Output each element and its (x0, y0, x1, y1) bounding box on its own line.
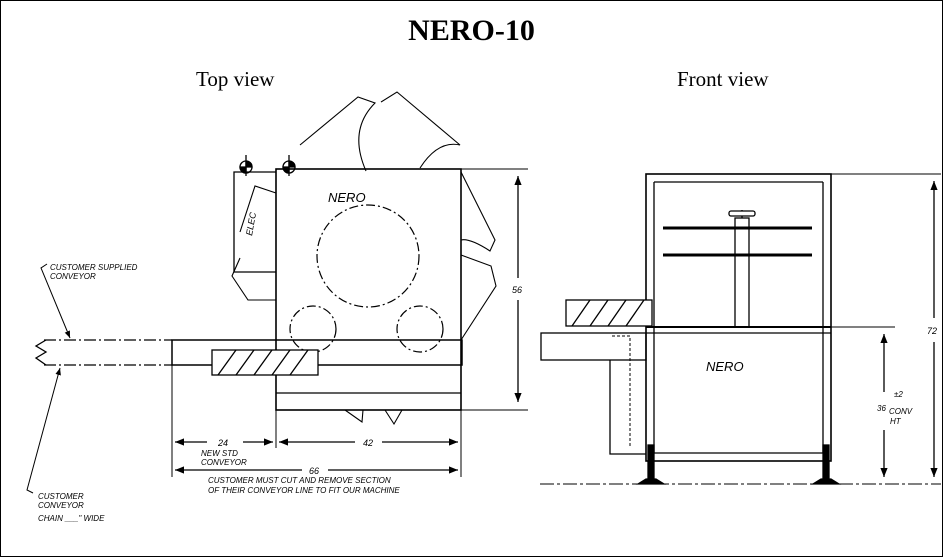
of-their-text: OF THEIR CONVEYOR LINE TO FIT OUR MACHIN… (208, 486, 400, 495)
drawing-title: NERO-10 (408, 14, 535, 47)
door-swing-arcs (231, 91, 497, 426)
must-cut-text: CUSTOMER MUST CUT AND REMOVE SECTION (208, 476, 391, 485)
tolerance-text: ±2 (894, 390, 903, 399)
customer-supplied-conveyor-text: CONVEYOR (50, 272, 96, 281)
break-symbol (34, 339, 48, 366)
new-std-conveyor-text: CONVEYOR (201, 458, 247, 467)
front-frame (645, 173, 832, 462)
front-view: NERO 72 ±2 36 CONV HT (540, 173, 941, 485)
front-conveyor (540, 332, 647, 361)
dim-36-text: 36 (877, 404, 886, 413)
front-view-caption: Front view (677, 67, 769, 91)
dim-42-text: 42 (363, 438, 373, 448)
customer-supplied-text: CUSTOMER SUPPLIED (50, 263, 138, 272)
chain-width-text: CHAIN ___" WIDE (38, 514, 105, 523)
elec-label: ELEC (244, 211, 258, 236)
mount-marker-left (239, 155, 253, 176)
hatch-lines (217, 349, 309, 376)
leader-supplied (40, 263, 71, 339)
customer-text: CUSTOMER (38, 492, 84, 501)
customer-conveyor (44, 339, 172, 366)
new-std-text: NEW STD (201, 449, 238, 458)
machine-body-outline (275, 168, 462, 411)
dim-56-text: 56 (512, 285, 522, 295)
nero-label-front: NERO (706, 359, 744, 374)
leveling-feet (635, 444, 842, 485)
product-hatched (211, 349, 319, 376)
top-view: ELEC (26, 91, 528, 523)
front-product-hatched (565, 299, 653, 327)
elec-box (233, 171, 276, 273)
center-post (734, 217, 750, 328)
conv-text: CONV (889, 407, 913, 416)
post-knob (728, 210, 756, 217)
customer-conveyor-text: CONVEYOR (38, 501, 84, 510)
dim-24-text: 24 (217, 438, 228, 448)
top-view-caption: Top view (196, 67, 275, 91)
svg-text:ELEC: ELEC (244, 211, 258, 236)
ht-text: HT (890, 417, 902, 426)
mount-marker-right (282, 155, 296, 176)
nero-label-top: NERO (328, 190, 366, 205)
leader-chain (26, 367, 61, 494)
turntable-circles (289, 204, 444, 353)
dim-72-text: 72 (927, 326, 937, 336)
dim-66-text: 66 (309, 466, 319, 476)
